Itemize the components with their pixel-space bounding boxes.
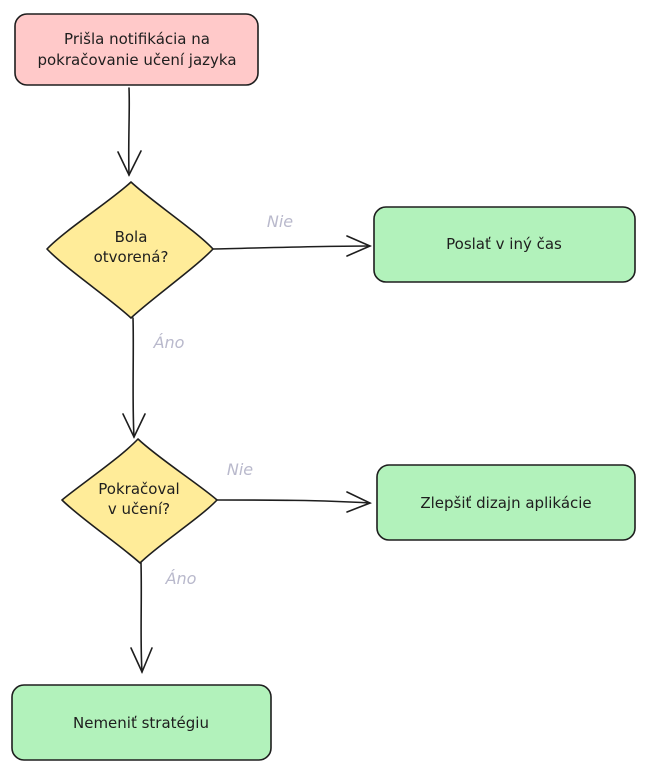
start-node-box: [14, 13, 259, 86]
action-improve[interactable]: Zlepšiť dizajn aplikácie: [376, 464, 636, 541]
edge-opened-yes: [122, 317, 146, 439]
edge-label-continued-yes: Áno: [165, 569, 197, 588]
decision-opened[interactable]: Bola otvorená?: [46, 181, 214, 319]
action-resend-label: Poslať v iný čas: [446, 235, 562, 253]
start-node-line2: pokračovanie učení jazyka: [37, 51, 236, 69]
edge-label-continued-no: Nie: [227, 460, 253, 479]
edge-opened-no: [212, 235, 373, 257]
decision-continued-line1: Pokračoval: [98, 480, 179, 498]
start-node-line1: Prišla notifikácia na: [64, 30, 210, 48]
edge-label-opened-no: Nie: [267, 212, 293, 231]
edge-start-to-opened: [117, 87, 142, 177]
edge-continued-yes: [130, 562, 153, 674]
action-keep[interactable]: Nemeniť stratégiu: [11, 684, 272, 761]
action-improve-box: [376, 464, 636, 541]
decision-opened-line1: Bola: [115, 228, 148, 246]
action-resend[interactable]: Poslať v iný čas: [373, 206, 636, 283]
edge-continued-no: [216, 491, 373, 513]
decision-continued-diamond: [61, 438, 218, 564]
decision-opened-diamond: [46, 181, 214, 319]
decision-continued[interactable]: Pokračoval v učení?: [61, 438, 218, 564]
decision-continued-line2: v učení?: [108, 500, 170, 518]
action-resend-box: [373, 206, 636, 283]
edge-label-opened-yes: Áno: [153, 333, 185, 352]
action-keep-label: Nemeniť stratégiu: [73, 714, 209, 732]
action-keep-box: [11, 684, 272, 761]
start-node[interactable]: Prišla notifikácia na pokračovanie učení…: [14, 13, 259, 86]
action-improve-label: Zlepšiť dizajn aplikácie: [420, 494, 591, 512]
decision-opened-line2: otvorená?: [94, 248, 169, 266]
